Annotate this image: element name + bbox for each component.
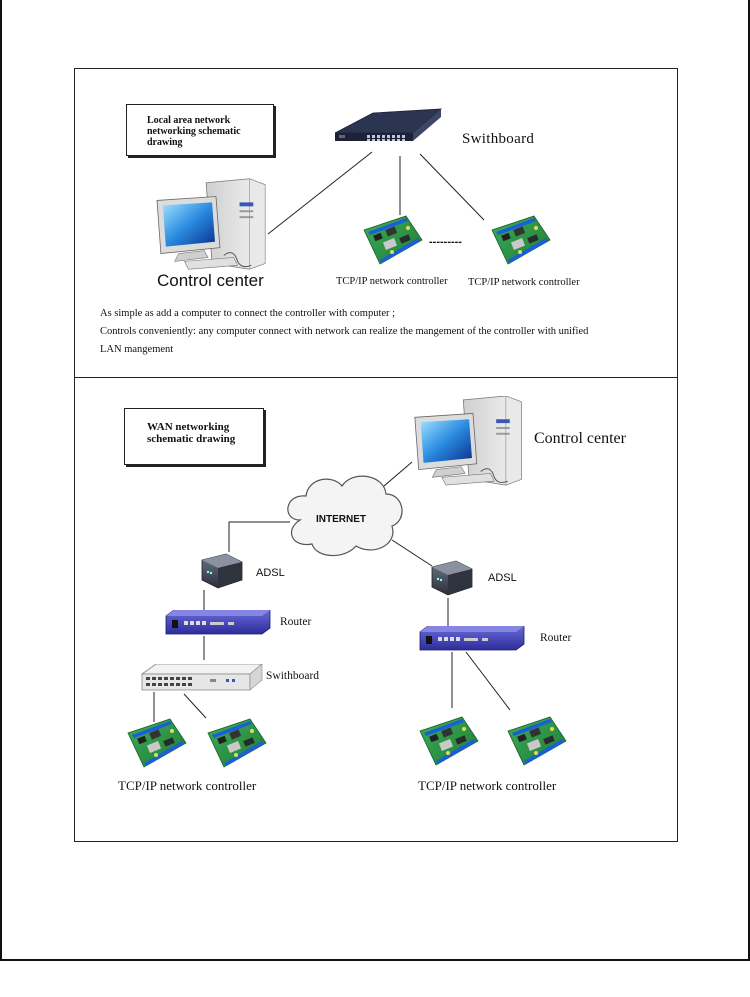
outer-frame bbox=[0, 0, 750, 961]
section-divider bbox=[74, 377, 678, 378]
wan-controller-left-label: TCP/IP network controller bbox=[118, 778, 257, 793]
router-left-label: Router bbox=[280, 616, 312, 628]
lan-controller-1-label: TCP/IP network controller bbox=[336, 276, 448, 287]
wan-controller-1-icon bbox=[127, 718, 187, 768]
lan-description-line-2: Controls conveniently: any computer conn… bbox=[100, 326, 589, 337]
lan-description-line-1: As simple as add a computer to connect t… bbox=[100, 308, 396, 319]
lan-control-center-label: Control center bbox=[157, 271, 264, 290]
lan-switch-icon bbox=[334, 108, 442, 142]
lan-controller-2-icon bbox=[491, 215, 551, 265]
diagram-panel bbox=[74, 68, 678, 842]
wan-controller-2-icon bbox=[207, 718, 267, 768]
lan-controller-2-label: TCP/IP network controller bbox=[468, 277, 580, 288]
wan-switch-icon bbox=[141, 664, 263, 691]
wan-title-box: WAN networking schematic drawing bbox=[124, 408, 264, 465]
adsl-left-label: ADSL bbox=[256, 567, 285, 579]
router-left-icon bbox=[165, 610, 271, 635]
adsl-left-icon bbox=[201, 553, 243, 589]
wan-computer-icon bbox=[414, 396, 522, 486]
internet-label: INTERNET bbox=[316, 514, 366, 525]
lan-dashes: --------- bbox=[429, 236, 462, 248]
adsl-right-icon bbox=[431, 560, 473, 596]
wan-title-text: WAN networking schematic drawing bbox=[147, 421, 236, 445]
wan-controller-3-icon bbox=[419, 716, 479, 766]
lan-title-box: Local area network networking schematic … bbox=[126, 104, 274, 156]
wan-connection-lines bbox=[153, 461, 511, 722]
lan-controller-1-icon bbox=[363, 215, 423, 265]
lan-description-line-3: LAN mangement bbox=[100, 344, 174, 355]
adsl-right-label: ADSL bbox=[488, 572, 517, 584]
router-right-icon bbox=[419, 626, 525, 651]
lan-title-text: Local area network networking schematic … bbox=[147, 115, 241, 148]
lan-switch-label: Swithboard bbox=[462, 131, 535, 147]
internet-cloud-icon bbox=[287, 475, 403, 557]
router-right-label: Router bbox=[540, 632, 572, 644]
wan-controller-4-icon bbox=[507, 716, 567, 766]
lan-computer-icon bbox=[156, 178, 266, 270]
wan-controller-right-label: TCP/IP network controller bbox=[418, 778, 557, 793]
lan-connection-lines bbox=[267, 151, 485, 235]
wan-control-center-label: Control center bbox=[534, 430, 626, 447]
wan-switch-label: Swithboard bbox=[266, 670, 320, 682]
